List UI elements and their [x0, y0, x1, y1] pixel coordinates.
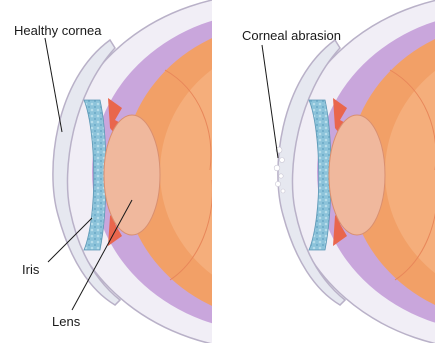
eye-right: [274, 0, 435, 343]
label-healthy-cornea: Healthy cornea: [14, 23, 102, 38]
label-lens: Lens: [52, 314, 81, 329]
lens: [329, 115, 385, 235]
label-corneal-abrasion: Corneal abrasion: [242, 28, 341, 43]
panel-divider: [212, 0, 224, 343]
lens: [104, 115, 160, 235]
label-iris: Iris: [22, 262, 40, 277]
leader-corneal-abrasion: [262, 45, 278, 158]
leader-healthy-cornea: [45, 38, 62, 132]
